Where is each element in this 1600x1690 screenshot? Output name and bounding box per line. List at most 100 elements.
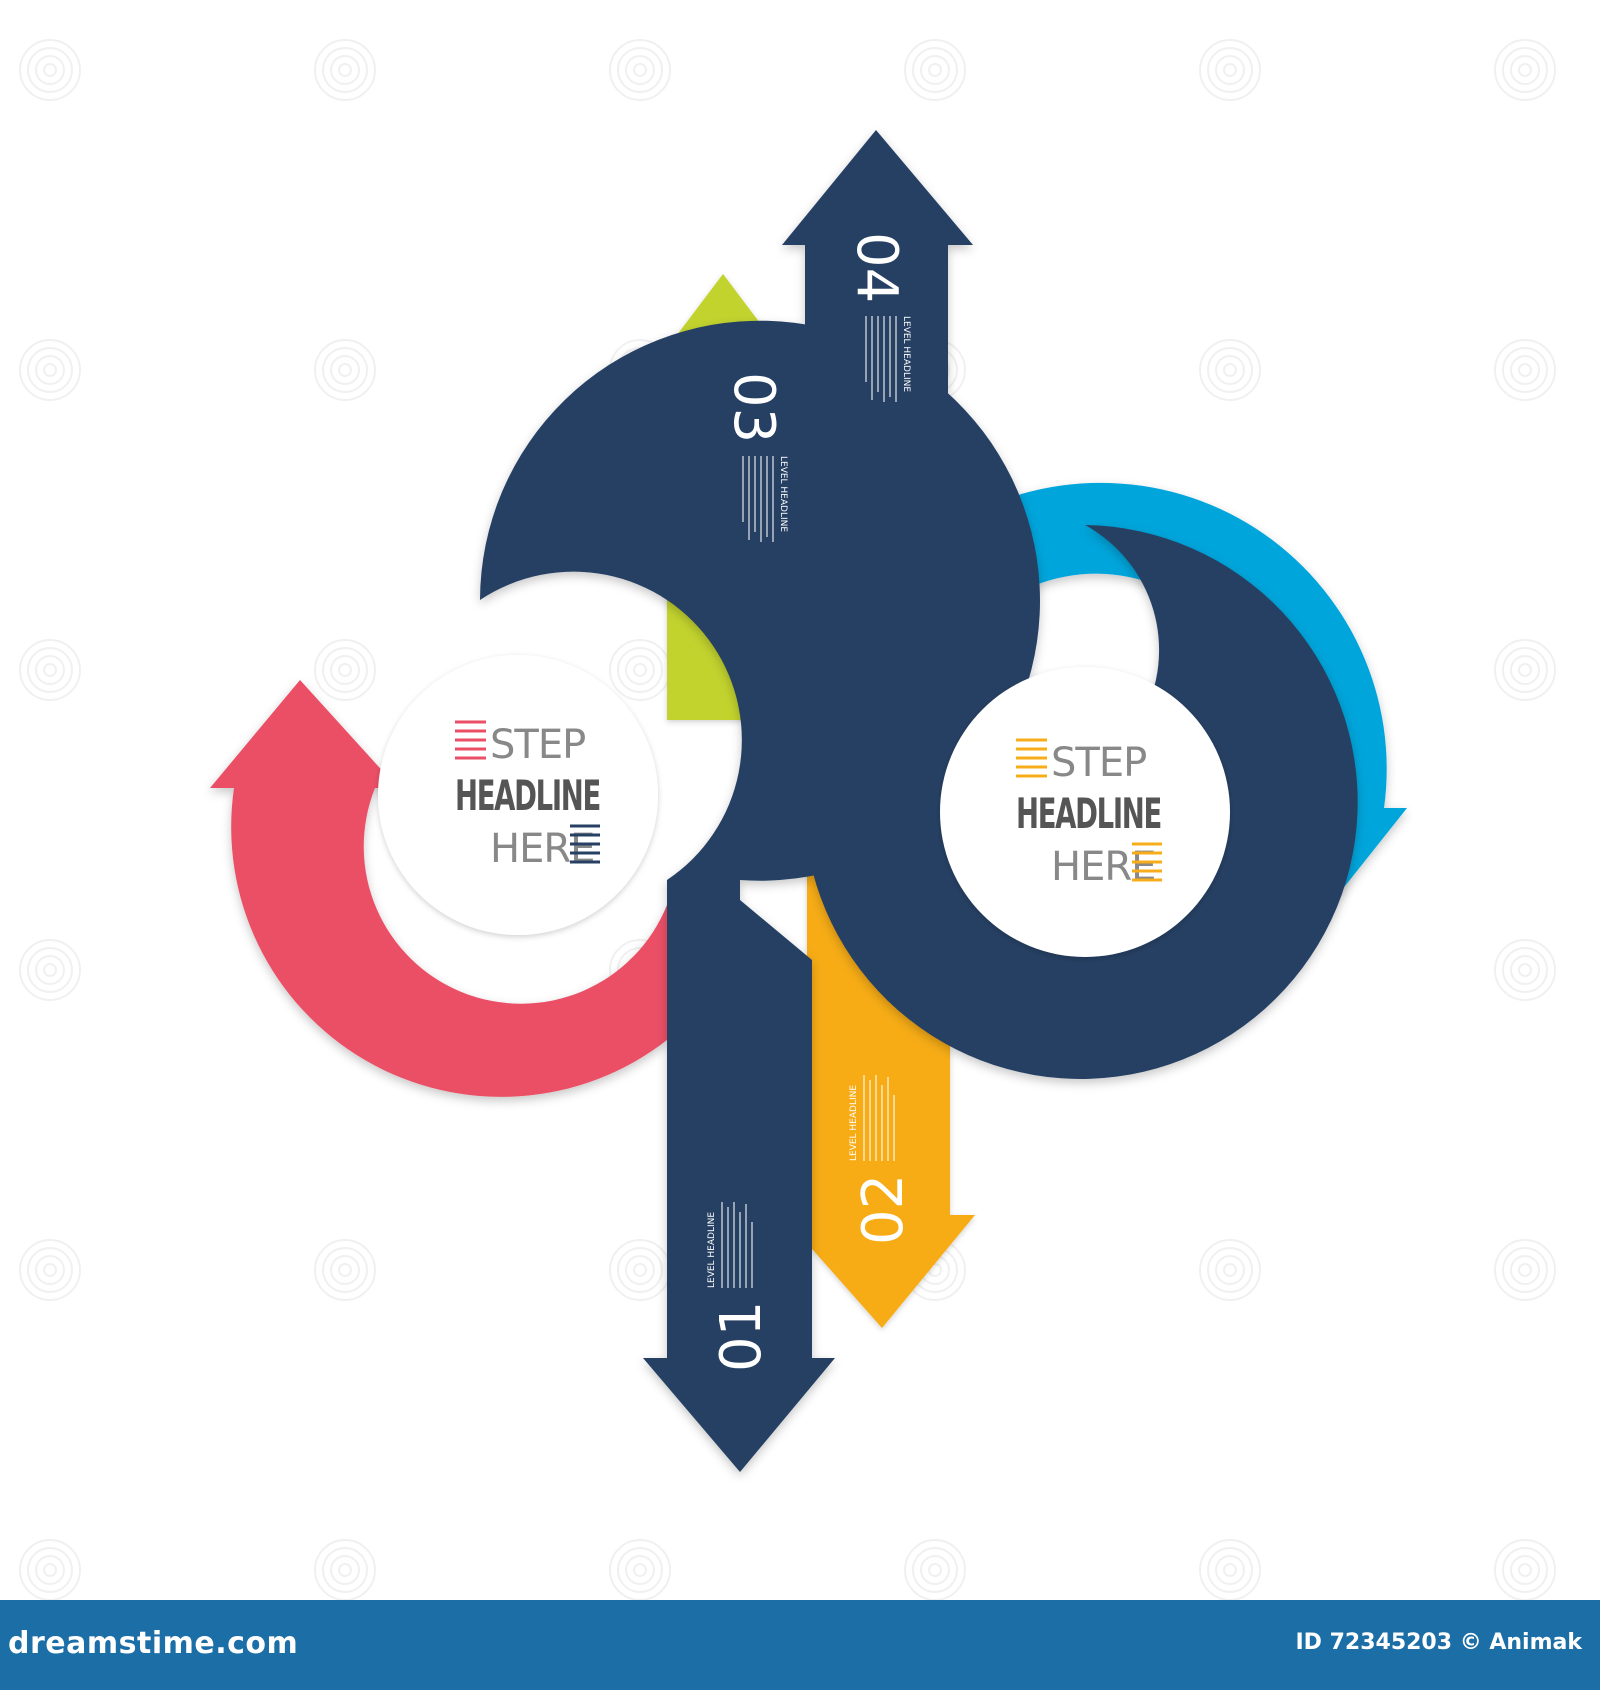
watermark-spiral-ring xyxy=(920,1555,950,1585)
watermark-spiral-ring xyxy=(1502,1547,1548,1593)
watermark-spiral-ring xyxy=(1510,1255,1540,1285)
navy-infinity-band xyxy=(480,130,1358,1472)
step-02-label-group: 02 LEVEL HEADLINE xyxy=(849,1075,916,1245)
watermark-spiral-ring xyxy=(617,647,663,693)
watermark-spiral-ring xyxy=(1215,1255,1245,1285)
right-badge-line2: HEADLINE xyxy=(1016,789,1161,838)
watermark-spiral-ring xyxy=(1502,647,1548,693)
watermark-spiral-ring xyxy=(633,1263,647,1277)
watermark-spiral-ring xyxy=(1207,47,1253,93)
watermark-spiral-ring xyxy=(1199,39,1261,101)
right-badge-lines-bottom xyxy=(1132,842,1162,882)
left-step-badge: STEP HEADLINE HERE xyxy=(455,720,602,872)
step-04-label-group: 04 LEVEL HEADLINE xyxy=(844,232,911,402)
watermark-spiral-ring xyxy=(1502,47,1548,93)
watermark-spiral-ring xyxy=(1510,955,1540,985)
watermark-spiral-ring xyxy=(609,39,671,101)
watermark-spiral-ring xyxy=(27,47,73,93)
left-badge-lines-bottom xyxy=(570,824,600,864)
watermark-spiral-ring xyxy=(338,1263,352,1277)
watermark-spiral-ring xyxy=(1494,939,1556,1001)
watermark-spiral-ring xyxy=(1518,1263,1532,1277)
watermark-spiral-ring xyxy=(27,1247,73,1293)
watermark-spiral-ring xyxy=(1494,339,1556,401)
step-04-number: 04 xyxy=(844,232,909,303)
watermark-spiral-ring xyxy=(314,639,376,701)
watermark-spiral-ring xyxy=(322,647,368,693)
watermark-spiral-ring xyxy=(1502,1247,1548,1293)
watermark-spiral-ring xyxy=(19,639,81,701)
right-step-badge: STEP HEADLINE HERE xyxy=(1016,738,1163,890)
watermark-spiral-ring xyxy=(633,1563,647,1577)
watermark-spiral-ring xyxy=(625,55,655,85)
watermark-spiral-ring xyxy=(43,363,57,377)
footer-site-name: dreamstime.com xyxy=(8,1626,299,1661)
watermark-spiral-ring xyxy=(330,55,360,85)
watermark-spiral-ring xyxy=(322,1547,368,1593)
watermark-spiral-ring xyxy=(1494,1539,1556,1600)
watermark-spiral-ring xyxy=(625,1255,655,1285)
watermark-spiral-ring xyxy=(35,655,65,685)
watermark-spiral-ring xyxy=(1518,363,1532,377)
watermark-spiral-ring xyxy=(1207,347,1253,393)
step-04-filler-lines xyxy=(865,316,897,402)
watermark-spiral-ring xyxy=(1518,63,1532,77)
watermark-spiral-ring xyxy=(322,347,368,393)
step-03-number: 03 xyxy=(721,372,786,443)
watermark-spiral-ring xyxy=(19,1539,81,1600)
watermark-spiral-ring xyxy=(912,1547,958,1593)
watermark-spiral-ring xyxy=(338,363,352,377)
watermark-spiral-ring xyxy=(625,655,655,685)
step-03-label: LEVEL HEADLINE xyxy=(778,456,788,532)
watermark-spiral-ring xyxy=(43,1563,57,1577)
left-badge-lines-top xyxy=(455,720,486,760)
watermark-spiral-ring xyxy=(1510,655,1540,685)
watermark-spiral-ring xyxy=(27,647,73,693)
watermark-spiral-ring xyxy=(330,355,360,385)
watermark-spiral-ring xyxy=(330,1255,360,1285)
watermark-spiral-ring xyxy=(330,655,360,685)
watermark-spiral-ring xyxy=(314,1239,376,1301)
watermark-spiral-ring xyxy=(912,47,958,93)
watermark-spiral-ring xyxy=(1223,63,1237,77)
watermark-spiral-ring xyxy=(633,663,647,677)
watermark-spiral-ring xyxy=(19,39,81,101)
watermark-spiral-ring xyxy=(1510,1555,1540,1585)
step-02-filler-lines xyxy=(863,1075,895,1161)
watermark-spiral-ring xyxy=(1518,963,1532,977)
watermark-spiral-ring xyxy=(1518,663,1532,677)
watermark-spiral-ring xyxy=(1199,1239,1261,1301)
step-01-number: 01 xyxy=(709,1301,774,1372)
watermark-spiral-ring xyxy=(330,1555,360,1585)
watermark-spiral-ring xyxy=(1518,1563,1532,1577)
watermark-spiral-ring xyxy=(19,1239,81,1301)
watermark-spiral-ring xyxy=(314,339,376,401)
watermark-spiral-ring xyxy=(43,63,57,77)
right-center-circle xyxy=(940,667,1230,957)
watermark-spiral-ring xyxy=(1510,355,1540,385)
watermark-spiral-ring xyxy=(35,55,65,85)
watermark-spiral-ring xyxy=(1215,55,1245,85)
watermark-spiral-ring xyxy=(19,939,81,1001)
watermark-spiral-ring xyxy=(625,1555,655,1585)
watermark-spiral-ring xyxy=(27,1547,73,1593)
watermark-spiral-ring xyxy=(1494,39,1556,101)
step-02-number: 02 xyxy=(851,1174,916,1245)
watermark-spiral-ring xyxy=(920,55,950,85)
right-badge-line3: HERE xyxy=(1051,844,1155,890)
watermark-spiral-ring xyxy=(928,63,942,77)
watermark-spiral-ring xyxy=(35,1555,65,1585)
watermark-spiral-ring xyxy=(43,963,57,977)
watermark-spiral-ring xyxy=(928,1563,942,1577)
watermark-spiral-ring xyxy=(1215,1555,1245,1585)
left-badge-line2: HEADLINE xyxy=(455,771,600,820)
stock-footer-bar: dreamstime.com ID 72345203 © Animak xyxy=(0,1600,1600,1690)
step-01-filler-lines xyxy=(721,1202,753,1288)
watermark-spiral-ring xyxy=(904,39,966,101)
watermark-spiral-ring xyxy=(1502,347,1548,393)
right-badge-lines-top xyxy=(1016,738,1047,778)
watermark-spiral-ring xyxy=(338,1563,352,1577)
watermark-spiral-ring xyxy=(43,663,57,677)
watermark-spiral-ring xyxy=(633,63,647,77)
footer-credit: ID 72345203 © Animak xyxy=(1295,1630,1582,1655)
